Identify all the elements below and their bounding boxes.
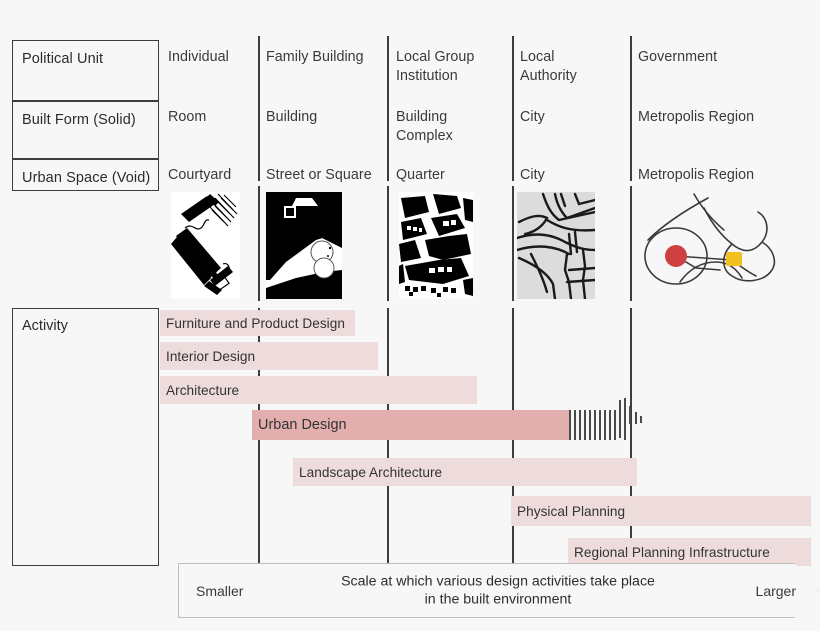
column-separator-2	[387, 36, 389, 181]
column-separator-activity-4	[630, 308, 632, 566]
cell-built-form-room: Room	[168, 109, 207, 125]
scale-caption: Scale at which various design activities…	[341, 572, 655, 608]
row-label-political-unit: Political Unit	[12, 40, 159, 101]
row-label-text: Built Form (Solid)	[22, 112, 136, 128]
cell-political-unit-individual: Individual	[168, 49, 229, 65]
activity-bar-label: Architecture	[166, 382, 240, 398]
cell-political-unit-local-auth: Local Authority	[520, 49, 577, 84]
cell-urban-space-street: Street or Square	[266, 167, 372, 183]
column-separator-1	[258, 36, 260, 181]
quarter-figure-ground-svg	[399, 192, 473, 299]
column-separator-lower-4	[630, 186, 632, 301]
cell-urban-space-metropolis: Metropolis Region	[638, 167, 755, 183]
column-separator-3	[512, 36, 514, 181]
activity-bar-label: Urban Design	[258, 417, 347, 433]
row-label-text: Political Unit	[22, 51, 104, 67]
activity-label-box: Activity	[12, 308, 159, 566]
activity-bar-landscape-architecture[interactable]: Landscape Architecture	[293, 458, 637, 486]
cell-political-unit-family: Family Building	[266, 49, 364, 65]
map-dot-red	[665, 245, 687, 267]
metropolis-region-diagram-thumbnail	[636, 190, 806, 302]
row-label-urban-space: Urban Space (Void)	[12, 159, 159, 191]
cell-political-unit-government: Government	[638, 49, 718, 65]
activity-bar-architecture[interactable]: Architecture	[160, 376, 477, 404]
activity-bar-label: Furniture and Product Design	[166, 315, 345, 331]
scale-arrow-shape	[178, 563, 818, 618]
cell-built-form-metropolis: Metropolis Region	[638, 109, 755, 125]
activity-label-text: Activity	[22, 318, 68, 334]
activity-bar-furniture-and-product-design[interactable]: Furniture and Product Design	[160, 310, 355, 336]
activity-bar-interior-design[interactable]: Interior Design	[160, 342, 378, 370]
cell-urban-space-quarter: Quarter	[396, 167, 445, 183]
urban-design-fade-comb	[569, 398, 643, 440]
row-label-text: Urban Space (Void)	[22, 170, 151, 186]
street-square-plan-thumbnail	[266, 192, 342, 299]
city-street-network-svg	[517, 192, 595, 299]
activity-bar-label: Landscape Architecture	[299, 464, 443, 480]
activity-bar-regional-planning-infrastructure[interactable]: Regional Planning Infrastructure	[568, 538, 811, 566]
activity-bar-label: Interior Design	[166, 348, 256, 364]
column-separator-lower-1	[258, 186, 260, 301]
activity-bar-urban-design[interactable]: Urban Design	[252, 398, 642, 440]
column-separator-lower-3	[512, 186, 514, 301]
cell-built-form-city: City	[520, 109, 545, 125]
activity-bar-label: Regional Planning Infrastructure	[574, 544, 770, 560]
city-street-network-thumbnail	[517, 192, 595, 299]
map-dot-yellow	[726, 252, 742, 266]
activity-bar-physical-planning[interactable]: Physical Planning	[511, 496, 811, 526]
quarter-figure-ground-thumbnail	[399, 192, 473, 299]
column-separator-4	[630, 36, 632, 181]
scale-larger-label: Larger	[755, 582, 796, 599]
courtyard-plan-svg	[171, 192, 240, 299]
scale-smaller-label: Smaller	[196, 582, 244, 599]
column-separator-lower-2	[387, 186, 389, 301]
cell-built-form-building: Building	[266, 109, 318, 125]
row-label-built-form: Built Form (Solid)	[12, 101, 159, 159]
courtyard-plan-thumbnail	[171, 192, 240, 299]
street-square-plan-svg	[266, 192, 342, 299]
scale-arrow: Smaller Scale at which various design ac…	[178, 563, 818, 618]
activity-bar-label: Physical Planning	[517, 503, 626, 519]
cell-urban-space-city: City	[520, 167, 545, 183]
metropolis-region-diagram-svg	[636, 190, 806, 302]
cell-urban-space-courtyard: Courtyard	[168, 167, 232, 183]
cell-built-form-complex: Building Complex	[396, 109, 453, 144]
cell-political-unit-local-group: Local Group Institution	[396, 49, 475, 84]
